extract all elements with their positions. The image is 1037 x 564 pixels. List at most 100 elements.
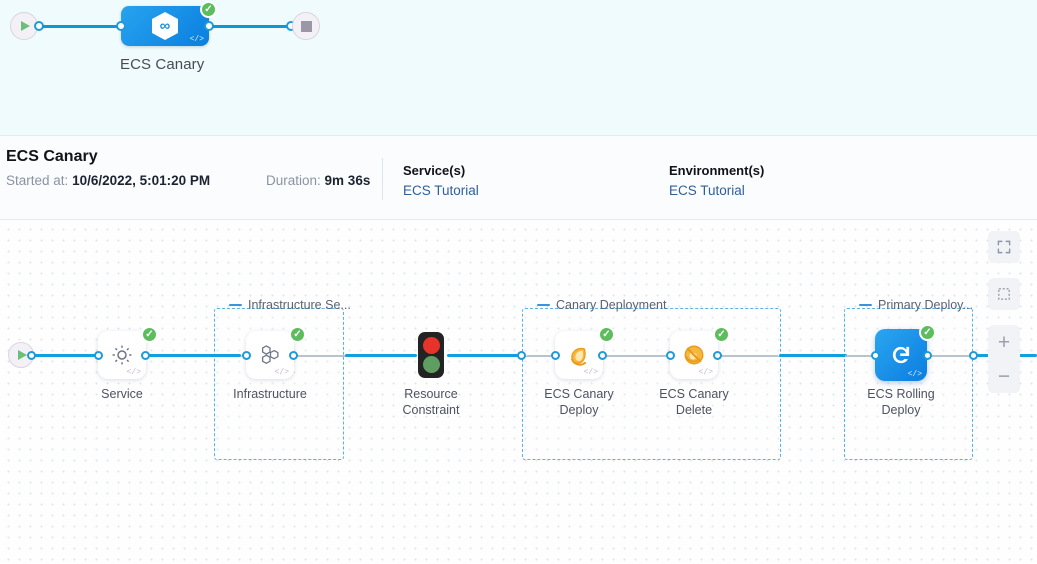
pipeline-minimap-strip: ∞ </> ✓ ECS Canary [0, 0, 1037, 136]
edge-infra-resource [345, 354, 417, 357]
edge-canary-delete-out-dotted [716, 355, 780, 357]
node-label-line1: ECS Rolling [867, 387, 935, 401]
node-ecs-canary-deploy[interactable]: </> [555, 331, 603, 379]
dashed-square-icon [998, 288, 1010, 300]
group-dash-icon [859, 304, 872, 306]
node-rolling-deploy-output-port[interactable] [923, 351, 932, 360]
node-service[interactable]: </> [98, 331, 146, 379]
success-check-icon: ✓ [200, 1, 217, 18]
zoom-in-button[interactable]: + [997, 330, 1011, 354]
node-resource-constraint[interactable] [418, 332, 444, 378]
minimap-pipeline-node[interactable]: ∞ </> [121, 6, 209, 46]
edge-primary-in-dotted [845, 355, 877, 357]
edge-start-service [30, 354, 102, 357]
success-check-icon: ✓ [598, 326, 615, 343]
node-label-line1: ECS Canary [544, 387, 614, 401]
node-label-line2: Constraint [402, 403, 460, 417]
node-canary-delete-output-port[interactable] [713, 351, 722, 360]
node-infrastructure-input-port[interactable] [242, 351, 251, 360]
pipeline-end-node[interactable] [292, 12, 320, 40]
node-infrastructure-output-port[interactable] [289, 351, 298, 360]
group-dash-icon [229, 304, 242, 306]
node-label-line2: Delete [675, 403, 713, 417]
group-label-text: Primary Deploy... [878, 298, 973, 312]
environments-label: Environment(s) [669, 163, 765, 178]
node-label-line2: Deploy [559, 403, 599, 417]
node-infrastructure[interactable]: </> [246, 331, 294, 379]
fit-selection-button[interactable] [988, 278, 1020, 310]
play-icon [20, 21, 30, 31]
resource-constraint-output-port[interactable] [517, 351, 526, 360]
fullscreen-button[interactable] [988, 231, 1020, 263]
node-rolling-deploy-input-port[interactable] [871, 351, 880, 360]
success-check-icon: ✓ [713, 326, 730, 343]
edge-canary-primary [779, 354, 847, 357]
edge-service-infra [145, 354, 241, 357]
environments-link[interactable]: ECS Tutorial [669, 183, 745, 198]
started-at-value: 10/6/2022, 5:01:20 PM [72, 173, 211, 188]
node-service-label: Service [101, 387, 143, 401]
node-service-output-port[interactable] [141, 351, 150, 360]
pipeline-canvas[interactable]: Infrastructure Se... Canary Deployment P… [0, 220, 1037, 563]
edge-canary-deploy-in-dotted [525, 355, 557, 357]
services-column: Service(s) ECS Tutorial [403, 163, 479, 198]
traffic-light-green-icon [422, 356, 440, 373]
stop-icon [300, 20, 312, 32]
code-badge: </> [126, 368, 141, 377]
minimap-node-label: ECS Canary [120, 56, 205, 73]
primary-group-output-port[interactable] [969, 351, 978, 360]
success-check-icon: ✓ [289, 326, 306, 343]
play-icon [17, 350, 27, 360]
services-label: Service(s) [403, 163, 466, 178]
node-label-line2: Deploy [881, 403, 921, 417]
code-badge: </> [583, 368, 598, 377]
pipeline-start-node[interactable] [10, 12, 38, 40]
group-label-infrastructure: Infrastructure Se... [226, 298, 354, 312]
zoom-controls[interactable]: + − [988, 325, 1020, 393]
node-ecs-canary-delete[interactable]: </> [670, 331, 718, 379]
node-ecs-rolling-deploy[interactable]: </> [875, 329, 927, 381]
duration-row: Duration: 9m 36s [266, 173, 371, 188]
node-ecs-rolling-deploy-label: ECS Rolling Deploy [841, 386, 961, 418]
node-ecs-canary-delete-label: ECS Canary Delete [634, 386, 754, 418]
node-service-input-port[interactable] [94, 351, 103, 360]
started-at-row: Started at: 10/6/2022, 5:01:20 PM [6, 173, 211, 188]
services-link[interactable]: ECS Tutorial [403, 183, 479, 198]
duration-label: Duration [266, 173, 318, 188]
group-label-canary: Canary Deployment [534, 298, 669, 312]
node-canary-delete-input-port[interactable] [666, 351, 675, 360]
code-badge: </> [189, 35, 204, 44]
info-divider [382, 158, 383, 200]
hexagon-cluster-icon [261, 345, 279, 365]
traffic-light-red-icon [422, 337, 440, 354]
minimap-edge-left [42, 24, 126, 28]
canvas-start-port[interactable] [27, 351, 36, 360]
gear-icon [112, 345, 132, 365]
success-check-icon: ✓ [919, 324, 936, 341]
execution-info-bar: ECS Canary Started at: 10/6/2022, 5:01:2… [0, 136, 1037, 220]
rolling-deploy-icon [892, 346, 910, 364]
canary-bird-delete-icon [684, 345, 704, 365]
minimap-node-input-port[interactable] [116, 21, 126, 31]
node-infrastructure-label: Infrastructure [233, 387, 307, 401]
code-badge: </> [907, 370, 922, 379]
group-dash-icon [537, 304, 550, 306]
group-label-text: Canary Deployment [556, 298, 667, 312]
minimap-edge-right [212, 24, 290, 28]
node-canary-deploy-output-port[interactable] [598, 351, 607, 360]
group-label-primary: Primary Deploy... [856, 298, 976, 312]
group-infrastructure-section[interactable]: Infrastructure Se... [214, 298, 351, 460]
pipeline-hexagon-icon: ∞ [152, 12, 178, 40]
edge-canary-deploy-delete-dotted [601, 355, 671, 357]
environments-column: Environment(s) ECS Tutorial [669, 163, 764, 198]
node-label-line1: ECS Canary [659, 387, 729, 401]
edge-infra-out-dotted [289, 355, 347, 357]
zoom-out-button[interactable]: − [997, 364, 1011, 388]
node-label-line1: Resource [404, 387, 458, 401]
code-badge: </> [698, 368, 713, 377]
node-ecs-canary-deploy-label: ECS Canary Deploy [519, 386, 639, 418]
node-canary-deploy-input-port[interactable] [551, 351, 560, 360]
expand-icon [997, 240, 1011, 254]
group-label-text: Infrastructure Se... [248, 298, 351, 312]
node-resource-constraint-label: Resource Constraint [371, 386, 491, 418]
